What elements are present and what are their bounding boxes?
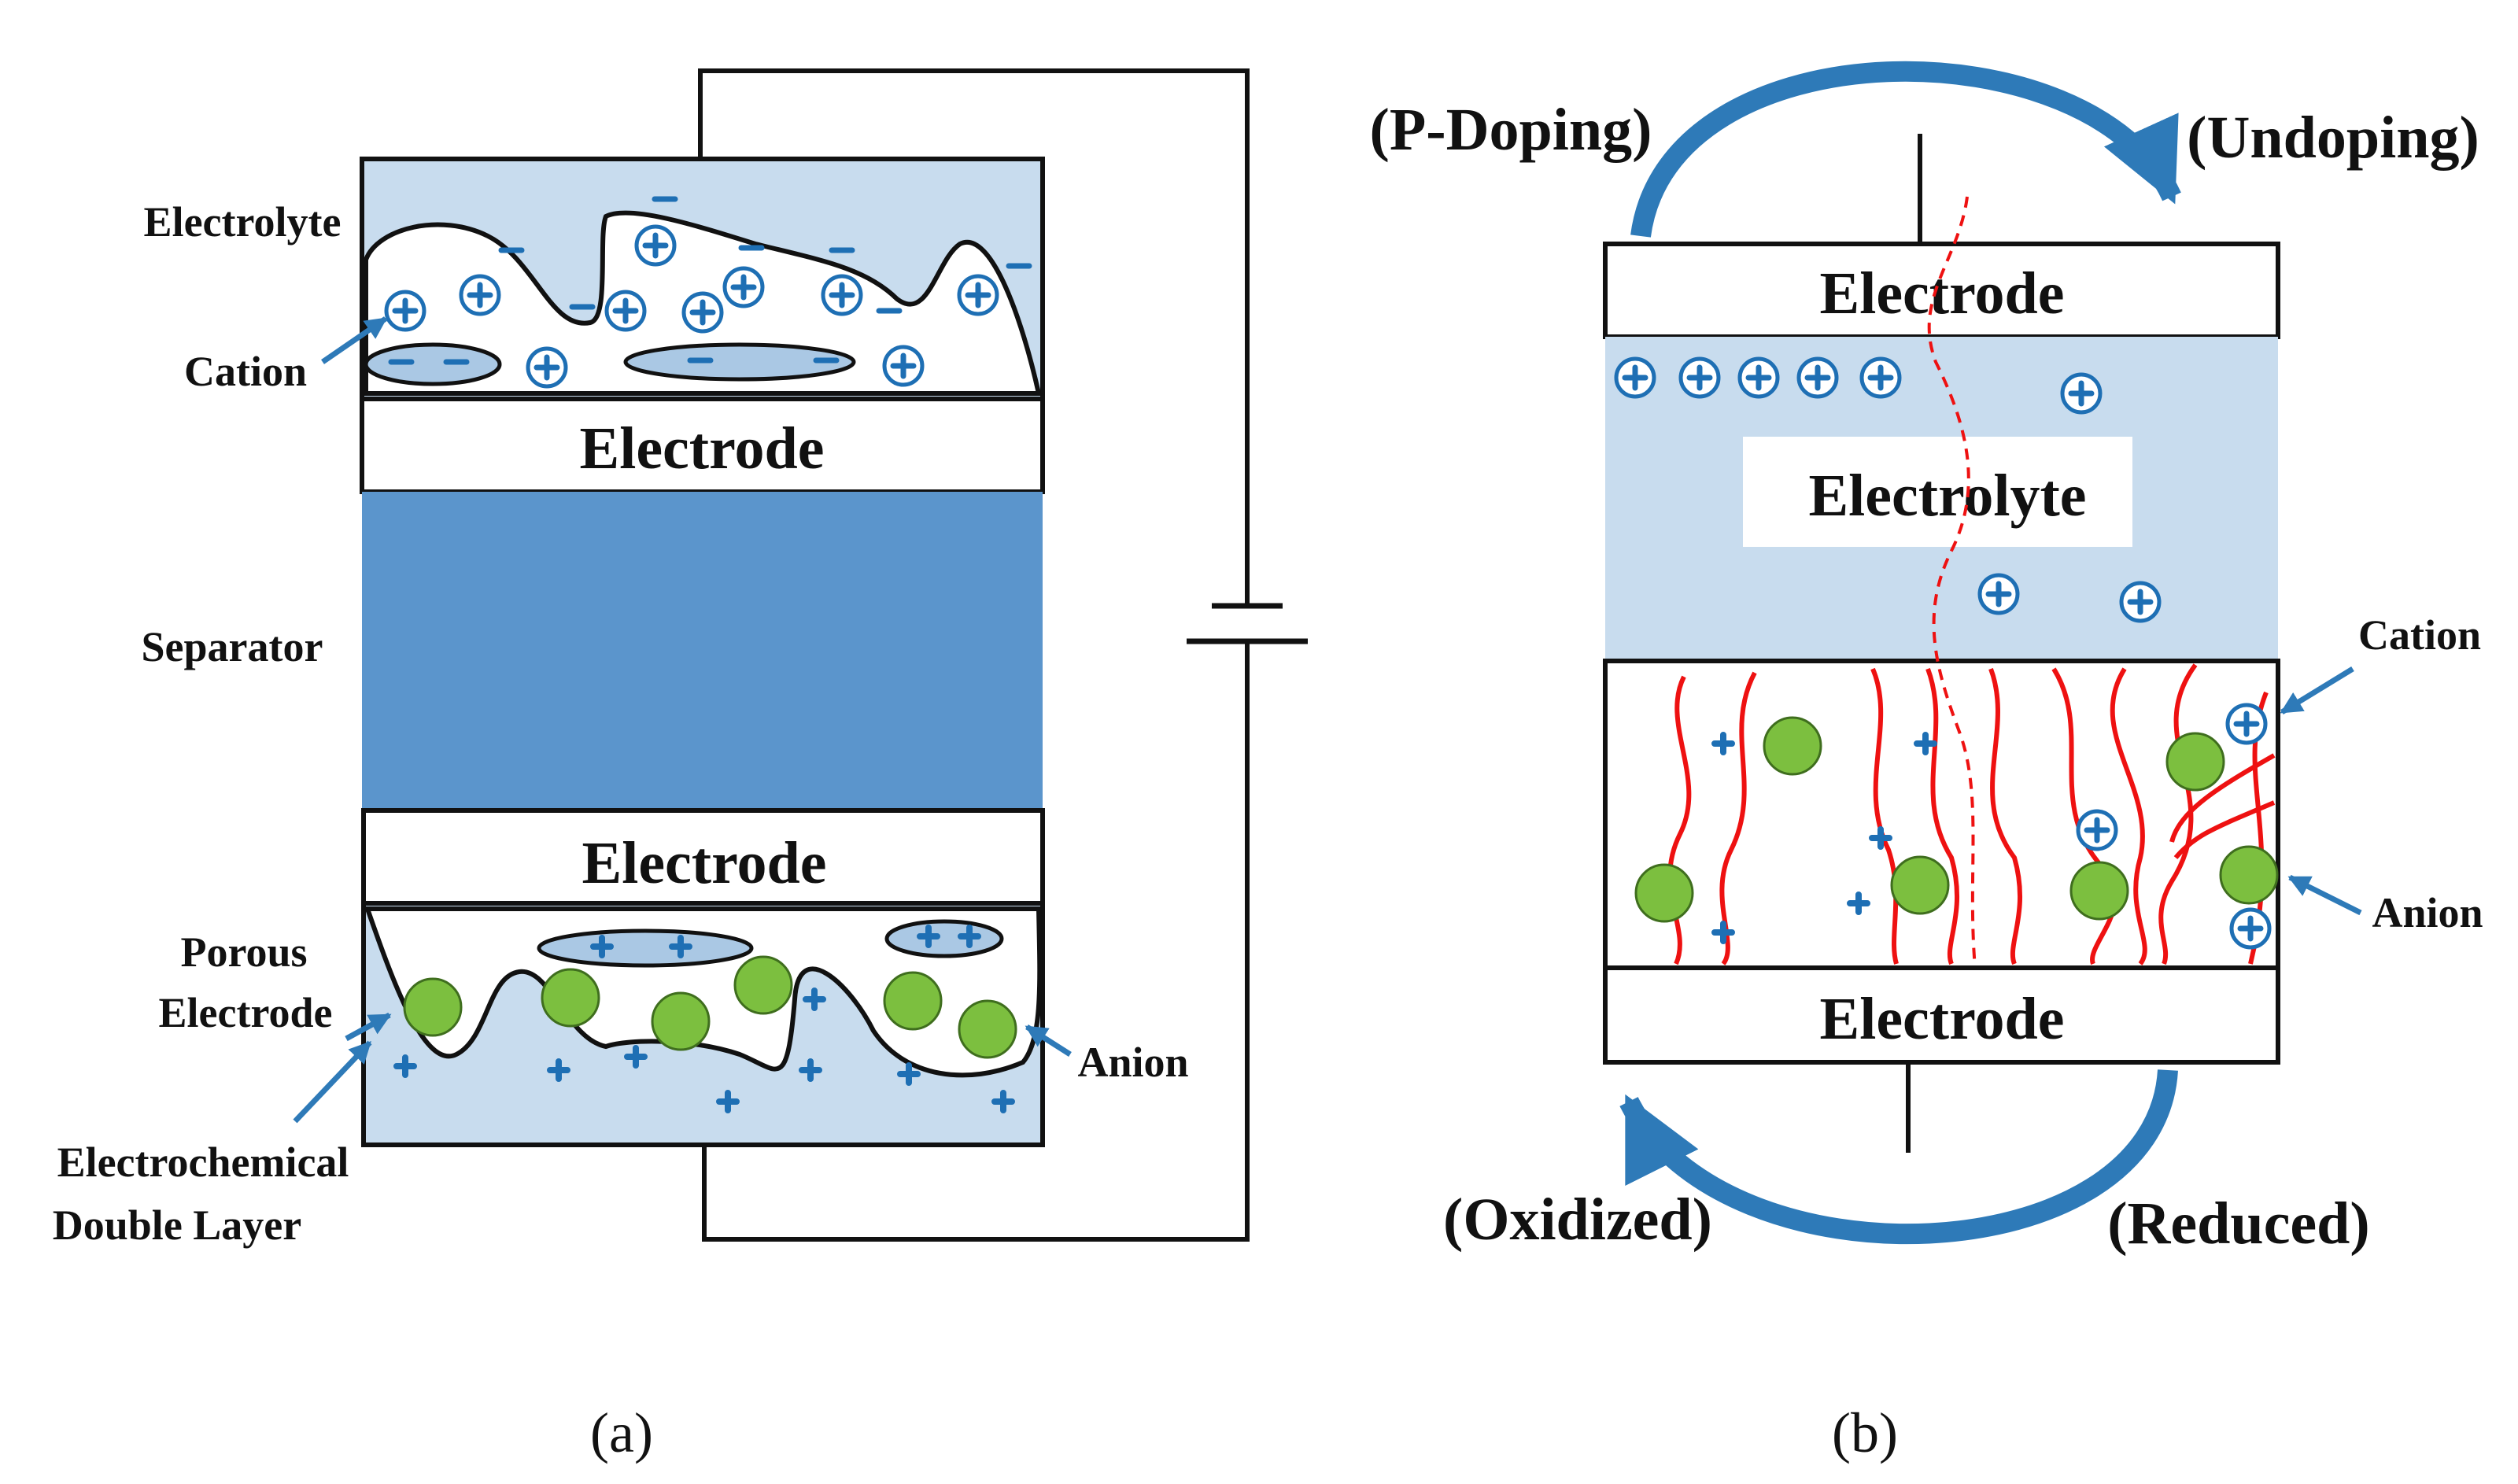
separator-label: Separator [142,623,323,670]
circuit-wire [698,68,1250,1242]
anion-label-a: Anion [1077,1039,1188,1086]
porous-label-line1: Porous [180,928,307,976]
top-cycle-arrow [1630,61,2181,238]
panel-a: Electrode Electrode [53,68,1308,1464]
bottom-electrode-label-b: Electrode [1820,986,2065,1052]
panel-b: Electrode Electrolyte [1370,61,2483,1464]
bottom-ion-clusters [537,919,1004,968]
anion-label-b: Anion [2372,889,2483,936]
caption-a: (a) [590,1401,653,1464]
edl-arrow [293,1040,372,1124]
electrolyte-label-a: Electrolyte [144,198,342,245]
charge-path-dashed [1927,196,1977,969]
undoping-label: (Undoping) [2187,105,2479,171]
bottom-electrode-b [1603,965,2280,1065]
bottom-cycle-arrow [1619,1069,2178,1245]
oxidized-label: (Oxidized) [1443,1187,1712,1253]
polymer-electrode-region [1603,659,2280,970]
p-doping-label: (P-Doping) [1370,97,1652,163]
cation-arrow-a [321,316,388,364]
top-electrode-b [1603,242,2280,339]
separator-region [362,492,1043,810]
reduced-label: (Reduced) [2107,1191,2370,1257]
electrolyte-label-box [1743,437,2132,547]
top-electrode [360,397,1045,494]
edl-label-line1: Electrochemical [57,1139,349,1186]
cation-arrow-b [2280,666,2354,714]
cation-label-b: Cation [2358,611,2481,659]
cation-label-a: Cation [184,348,307,395]
anion-arrow-a [1025,1024,1072,1057]
anion-arrow-b [2287,874,2362,916]
bottom-electrode-label: Electrode [582,830,827,896]
battery-icon [1187,603,1308,644]
porous-arrow [345,1012,392,1042]
porous-label-line2: Electrode [159,989,333,1036]
edl-label-line2: Double Layer [53,1202,302,1249]
caption-b: (b) [1832,1401,1898,1464]
bottom-porous-electrode [364,906,1043,1078]
electrolyte-label-b: Electrolyte [1808,463,2086,529]
top-ion-clusters [364,342,856,386]
top-electrode-label: Electrode [580,415,825,482]
